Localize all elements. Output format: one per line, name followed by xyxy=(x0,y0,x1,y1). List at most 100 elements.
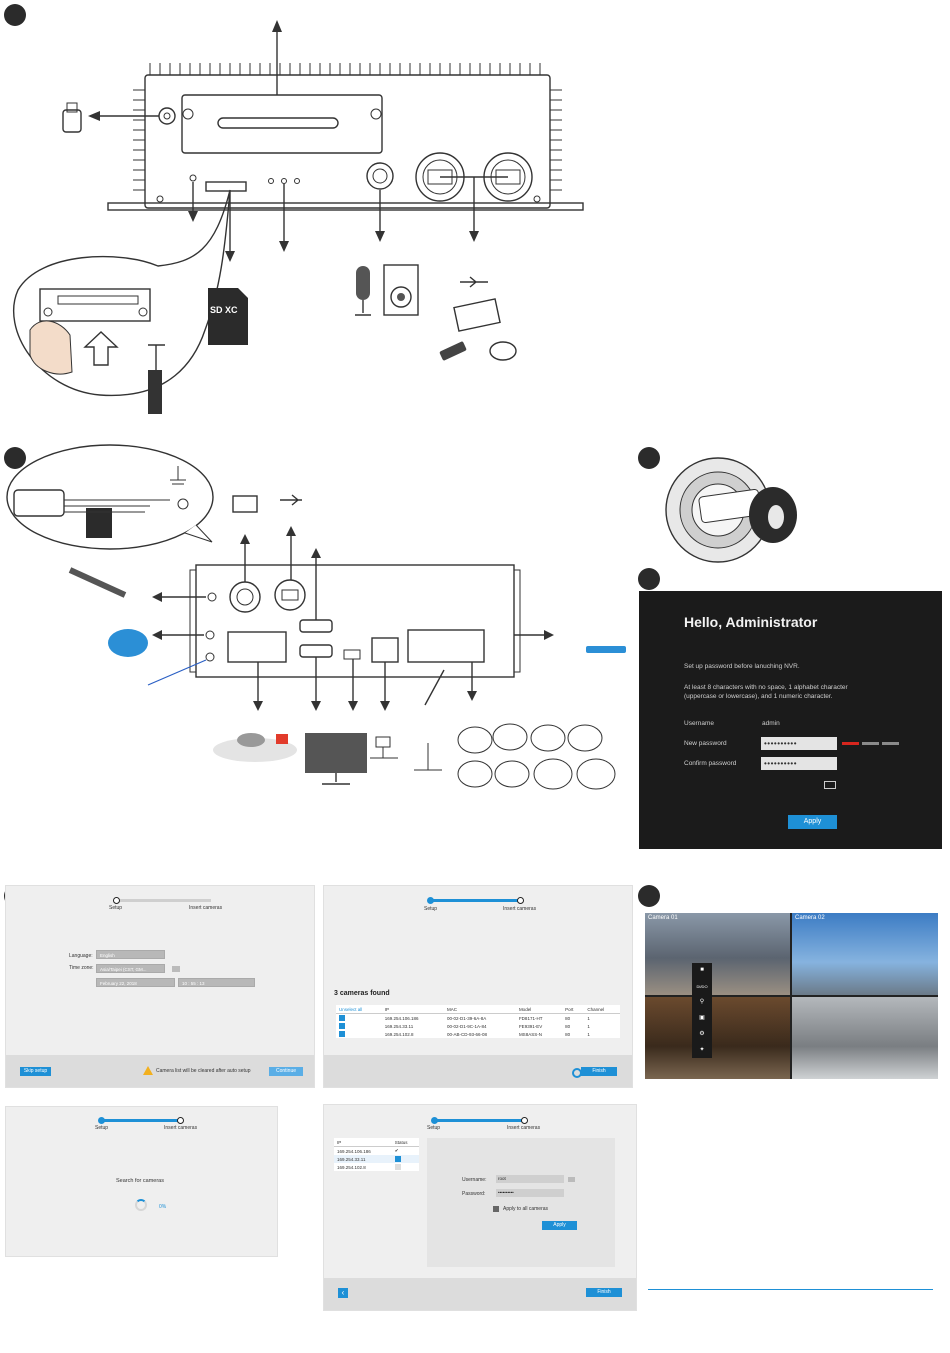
password-setup-dialog: Hello, Administrator Set up password bef… xyxy=(639,591,942,849)
menu-item-playback[interactable]: ▣ xyxy=(699,1015,705,1021)
cred-camera-table: IP Status 169.254.106.186 ✔ 169.254.33.1… xyxy=(334,1138,419,1171)
found-step-dot-2 xyxy=(517,897,524,904)
step-badge-1 xyxy=(4,4,26,26)
cred-step2-label: Insert cameras xyxy=(507,1125,541,1131)
liveview-grid: Camera 01 Camera 02 ■ DI/DO ⚲ ▣ ⚙ ✦ xyxy=(645,913,938,1079)
skip-setup-button[interactable]: Skip setup xyxy=(20,1067,51,1076)
status-selected-icon[interactable] xyxy=(394,1156,401,1162)
apply-all-checkbox[interactable] xyxy=(493,1206,499,1212)
table-row[interactable]: 169.254.102.8 00-AB-CD-93-66-08 MS8ASS-N… xyxy=(336,1030,620,1038)
timezone-select[interactable]: Asia/Taipei (CST, GM... xyxy=(96,964,165,973)
username-value: admin xyxy=(762,720,780,727)
keyboard-icon[interactable] xyxy=(824,781,836,789)
gear-icon[interactable]: ⚙ xyxy=(699,1031,705,1037)
table-row[interactable]: 169.254.106.186 00-02-D1-39-6A-8A FD8171… xyxy=(336,1014,620,1023)
menu-item-dido[interactable]: DI/DO xyxy=(696,984,708,989)
key-switch-illustration xyxy=(665,457,797,563)
dialog-title: Hello, Administrator xyxy=(684,614,818,630)
cred-password-label: Password: xyxy=(462,1191,486,1197)
status-pending-icon[interactable] xyxy=(394,1164,401,1170)
cred-finish-button[interactable]: Finish xyxy=(586,1288,622,1297)
menu-item-layout[interactable]: ■ xyxy=(700,967,704,973)
step-badge-7 xyxy=(638,885,660,907)
setup-step-track xyxy=(117,899,211,902)
front-panel-diagram xyxy=(13,20,584,414)
setup-step1-label: Setup xyxy=(109,905,123,911)
search-step-dot-2 xyxy=(177,1117,184,1124)
col-mac[interactable]: MAC xyxy=(443,1005,516,1014)
search-step-dot-1 xyxy=(98,1117,105,1124)
dialog-intro: Set up password before lanuching NVR. xyxy=(684,663,800,670)
wizard-setup-screen: Setup Insert cameras Language: English T… xyxy=(5,885,315,1088)
new-password-label: New password xyxy=(684,740,727,747)
search-percent: 0% xyxy=(159,1204,167,1210)
setup-step-dot-1 xyxy=(113,897,120,904)
cred-password-field[interactable]: •••••••••• xyxy=(496,1189,564,1197)
cred-step1-label: Setup xyxy=(427,1125,441,1131)
col-ip[interactable]: IP xyxy=(381,1005,444,1014)
table-row[interactable]: 169.254.33.11 00-02-D1-9C-1A-84 FE9391-E… xyxy=(336,1022,620,1030)
select-all-link[interactable]: Unselect all xyxy=(336,1005,382,1014)
camera-cell-3[interactable] xyxy=(645,997,790,1079)
table-row[interactable]: 169.254.102.8 xyxy=(334,1163,419,1171)
menu-item-more[interactable]: ✦ xyxy=(699,1047,705,1053)
found-step1-label: Setup xyxy=(424,906,438,912)
col-channel[interactable]: Channel xyxy=(584,1005,620,1014)
menu-item-search[interactable]: ⚲ xyxy=(699,999,705,1005)
step-badge-2 xyxy=(4,447,26,469)
camera-cell-2[interactable]: Camera 02 xyxy=(792,913,938,995)
search-step-fill xyxy=(102,1119,182,1122)
camera-label-2: Camera 02 xyxy=(795,915,825,921)
confirm-password-label: Confirm password xyxy=(684,760,737,767)
wizard-found-screen: Setup Insert cameras 3 cameras found Uns… xyxy=(323,885,633,1088)
continue-button[interactable]: Continue xyxy=(269,1067,303,1076)
back-button[interactable]: ‹ xyxy=(338,1288,348,1298)
liveview-side-menu: ■ DI/DO ⚲ ▣ ⚙ ✦ xyxy=(692,963,712,1058)
loading-spinner-icon xyxy=(135,1199,147,1211)
language-select[interactable]: English xyxy=(96,950,165,959)
strength-bar-1 xyxy=(842,742,859,745)
cred-step-fill xyxy=(435,1119,527,1122)
cred-col-status[interactable]: Status xyxy=(391,1138,419,1147)
found-step2-label: Insert cameras xyxy=(503,906,537,912)
table-row[interactable]: 169.254.106.186 ✔ xyxy=(334,1147,419,1156)
found-finish-button[interactable]: Finish xyxy=(581,1067,617,1076)
apply-button[interactable]: Apply xyxy=(788,815,837,829)
cred-apply-button[interactable]: Apply xyxy=(542,1221,577,1230)
sdxc-logo: SD XC xyxy=(210,305,238,315)
warning-icon xyxy=(143,1066,153,1075)
cred-col-ip[interactable]: IP xyxy=(334,1138,392,1147)
folder-icon[interactable] xyxy=(172,966,180,972)
col-port[interactable]: Port xyxy=(562,1005,585,1014)
new-password-field[interactable]: •••••••••• xyxy=(761,737,837,750)
row-checkbox[interactable] xyxy=(339,1015,345,1021)
rear-panel-diagram xyxy=(6,444,626,790)
col-model[interactable]: Model xyxy=(515,1005,563,1014)
cameras-found-text: 3 cameras found xyxy=(334,990,390,997)
cred-step-dot-2 xyxy=(521,1117,528,1124)
camera-label-1: Camera 01 xyxy=(648,915,678,921)
found-camera-table: Unselect all IP MAC Model Port Channel 1… xyxy=(336,1005,620,1038)
time-select[interactable]: 10 : 55 : 13 xyxy=(178,978,255,987)
step-badge-4 xyxy=(638,568,660,590)
timezone-label: Time zone: xyxy=(69,965,94,971)
search-step1-label: Setup xyxy=(95,1125,109,1131)
strength-bar-2 xyxy=(862,742,879,745)
cred-username-field[interactable]: root xyxy=(496,1175,564,1183)
wizard-search-screen: Setup Insert cameras Search for cameras … xyxy=(5,1106,278,1257)
row-checkbox[interactable] xyxy=(339,1023,345,1029)
strength-bar-3 xyxy=(882,742,899,745)
camera-cell-4[interactable] xyxy=(792,997,938,1079)
cred-step-dot-1 xyxy=(431,1117,438,1124)
found-step-dot-1 xyxy=(427,897,434,904)
folder-icon[interactable] xyxy=(568,1177,575,1182)
confirm-password-field[interactable]: •••••••••• xyxy=(761,757,837,770)
setup-warning-text: Camera list will be cleared after auto s… xyxy=(156,1068,251,1074)
table-row[interactable]: 169.254.33.11 xyxy=(334,1155,419,1163)
cred-footer xyxy=(324,1278,636,1310)
search-step2-label: Insert cameras xyxy=(164,1125,198,1131)
camera-cell-1[interactable]: Camera 01 xyxy=(645,913,790,995)
date-select[interactable]: February 22, 2018 xyxy=(96,978,175,987)
wizard-credentials-screen: Setup Insert cameras IP Status 169.254.1… xyxy=(323,1104,637,1311)
row-checkbox[interactable] xyxy=(339,1031,345,1037)
